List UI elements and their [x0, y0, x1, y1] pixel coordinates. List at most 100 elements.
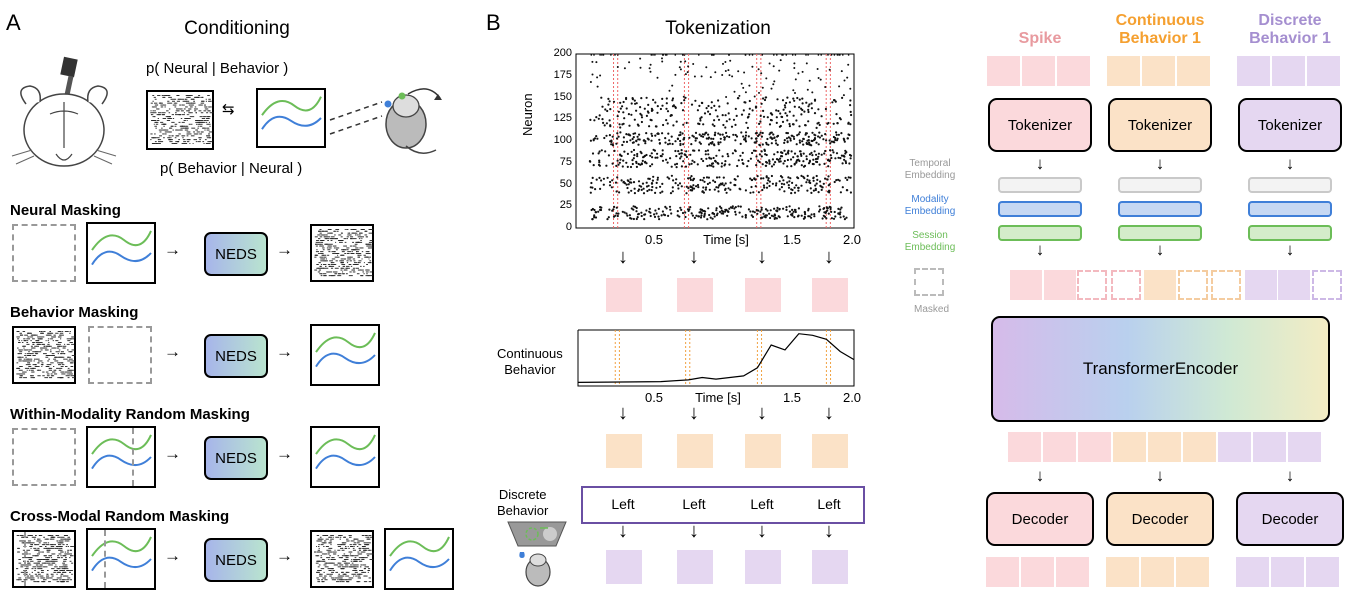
encoder-output-token-4: [1148, 432, 1181, 462]
discrete-arrow-0: ↓: [618, 520, 628, 542]
continuous-arrow-2: ↓: [757, 402, 767, 424]
temporal-embedding-1: [1118, 177, 1202, 193]
embedded-token-0: [1010, 270, 1042, 300]
reconstructed-neural-box: [310, 530, 374, 588]
encoder-output-token-5: [1183, 432, 1216, 462]
modality-embedding-0: [998, 201, 1082, 217]
encoder-output-token-1: [1043, 432, 1076, 462]
spike-arrow-0: ↓: [618, 246, 628, 268]
discrete-value-2: Left: [750, 496, 774, 512]
output-token-0-1: [1021, 557, 1054, 587]
bidirectional-arrows: ⇆: [222, 101, 235, 118]
encoder-output-token-3: [1113, 432, 1146, 462]
output-token-0-0: [986, 557, 1019, 587]
modality-embedding-1: [1118, 201, 1202, 217]
input-token-2-0: [1237, 56, 1270, 86]
raster-ytick-0: 0: [565, 221, 572, 233]
embedding-arrow-0: ↓: [1035, 240, 1045, 259]
continuous-token-2: [745, 434, 781, 468]
row-1-arrow-out: →: [276, 342, 293, 361]
discrete-token-0: [606, 550, 642, 584]
spike-token-0: [606, 278, 642, 312]
continuous-arrow-1: ↓: [689, 402, 699, 424]
raster-xtick-2: 2.0: [842, 232, 862, 247]
discrete-token-1: [677, 550, 713, 584]
row-0-arrow-out: →: [276, 240, 293, 259]
tokenizer-0: Tokenizer: [988, 98, 1092, 152]
embedding-arrow-2: ↓: [1285, 240, 1295, 259]
masked-token-6: [1211, 270, 1241, 300]
encoder-output-token-2: [1078, 432, 1111, 462]
row-1-neds-model: NEDS: [204, 334, 268, 378]
discrete-value-1: Left: [682, 496, 706, 512]
embedded-token-7: [1244, 270, 1277, 300]
raster-xtick-0: 0.5: [644, 232, 664, 247]
raster-xtick-1: 1.5: [782, 232, 802, 247]
discrete-token-3: [812, 550, 848, 584]
output-token-2-1: [1271, 557, 1304, 587]
encoder-output-token-8: [1288, 432, 1321, 462]
output-token-2-2: [1306, 557, 1339, 587]
raster-ytick-7: 175: [553, 68, 572, 81]
output-token-1-0: [1106, 557, 1139, 587]
raster-ytick-2: 50: [559, 177, 572, 190]
input-token-2-2: [1307, 56, 1340, 86]
output-token-0-2: [1056, 557, 1089, 587]
masked-token-2: [1077, 270, 1107, 300]
decoder-2: Decoder: [1236, 492, 1344, 546]
tokenizer-2: Tokenizer: [1238, 98, 1342, 152]
row-0-arrow-in: →: [164, 240, 181, 259]
input-token-2-1: [1272, 56, 1305, 86]
continuous-token-0: [606, 434, 642, 468]
cont-xtick-0: 0.5: [644, 390, 664, 405]
legend-masked-box: [914, 268, 944, 296]
tokenizer-arrow-0: ↓: [1035, 154, 1045, 173]
row-3-arrow-in: →: [164, 546, 181, 565]
masking-row-title-1: Behavior Masking: [10, 304, 139, 321]
partially-masked-behavior-box: [86, 528, 156, 590]
row-2-arrow-in: →: [164, 444, 181, 463]
masked-neural-box: [12, 224, 76, 282]
raster-ylabel: Neuron: [520, 93, 535, 136]
output-token-1-2: [1176, 557, 1209, 587]
cont-xtick-1: 1.5: [782, 390, 802, 405]
mouse-head-icon: [11, 56, 117, 167]
spike-token-1: [677, 278, 713, 312]
behavior-curves-thumbnail: [256, 88, 326, 148]
header-spike: Spike: [1018, 30, 1062, 47]
discrete-value-3: Left: [817, 496, 841, 512]
raster-ytick-6: 150: [553, 90, 572, 103]
discrete-values-box: [581, 486, 865, 524]
input-token-1-0: [1107, 56, 1140, 86]
decoder-arrow-0: ↓: [1035, 466, 1045, 485]
masked-token-5: [1177, 270, 1208, 300]
continuous-arrow-0: ↓: [618, 402, 628, 424]
tokenizer-arrow-2: ↓: [1285, 154, 1295, 173]
panel-b-letter: B: [486, 10, 501, 35]
row-2-neds-model: NEDS: [204, 436, 268, 480]
masked-token-9: [1311, 270, 1342, 300]
continuous-behavior-line: [577, 333, 855, 383]
decoder-arrow-1: ↓: [1155, 466, 1165, 485]
neural-raster-thumbnail: [146, 90, 214, 150]
cont-xlabel: Time [s]: [695, 390, 741, 405]
modality-embedding-2: [1248, 201, 1332, 217]
raster-ytick-3: 75: [559, 155, 572, 168]
spike-arrow-1: ↓: [689, 246, 699, 268]
continuous-token-1: [677, 434, 713, 468]
encoder-output-token-6: [1218, 432, 1251, 462]
p-behavior-given-neural: p( Behavior | Neural ): [160, 160, 303, 177]
temporal-embedding-0: [998, 177, 1082, 193]
decoder-arrow-2: ↓: [1285, 466, 1295, 485]
dashed-link-lines: [329, 101, 383, 135]
spike-token-3: [812, 278, 848, 312]
raster-xlabel: Time [s]: [703, 232, 749, 247]
row-1-arrow-in: →: [164, 342, 181, 361]
masking-row-title-3: Cross-Modal Random Masking: [10, 508, 230, 525]
panel-b-title: Tokenization: [665, 18, 771, 39]
embedded-token-1: [1043, 270, 1076, 300]
input-token-0-0: [987, 56, 1020, 86]
